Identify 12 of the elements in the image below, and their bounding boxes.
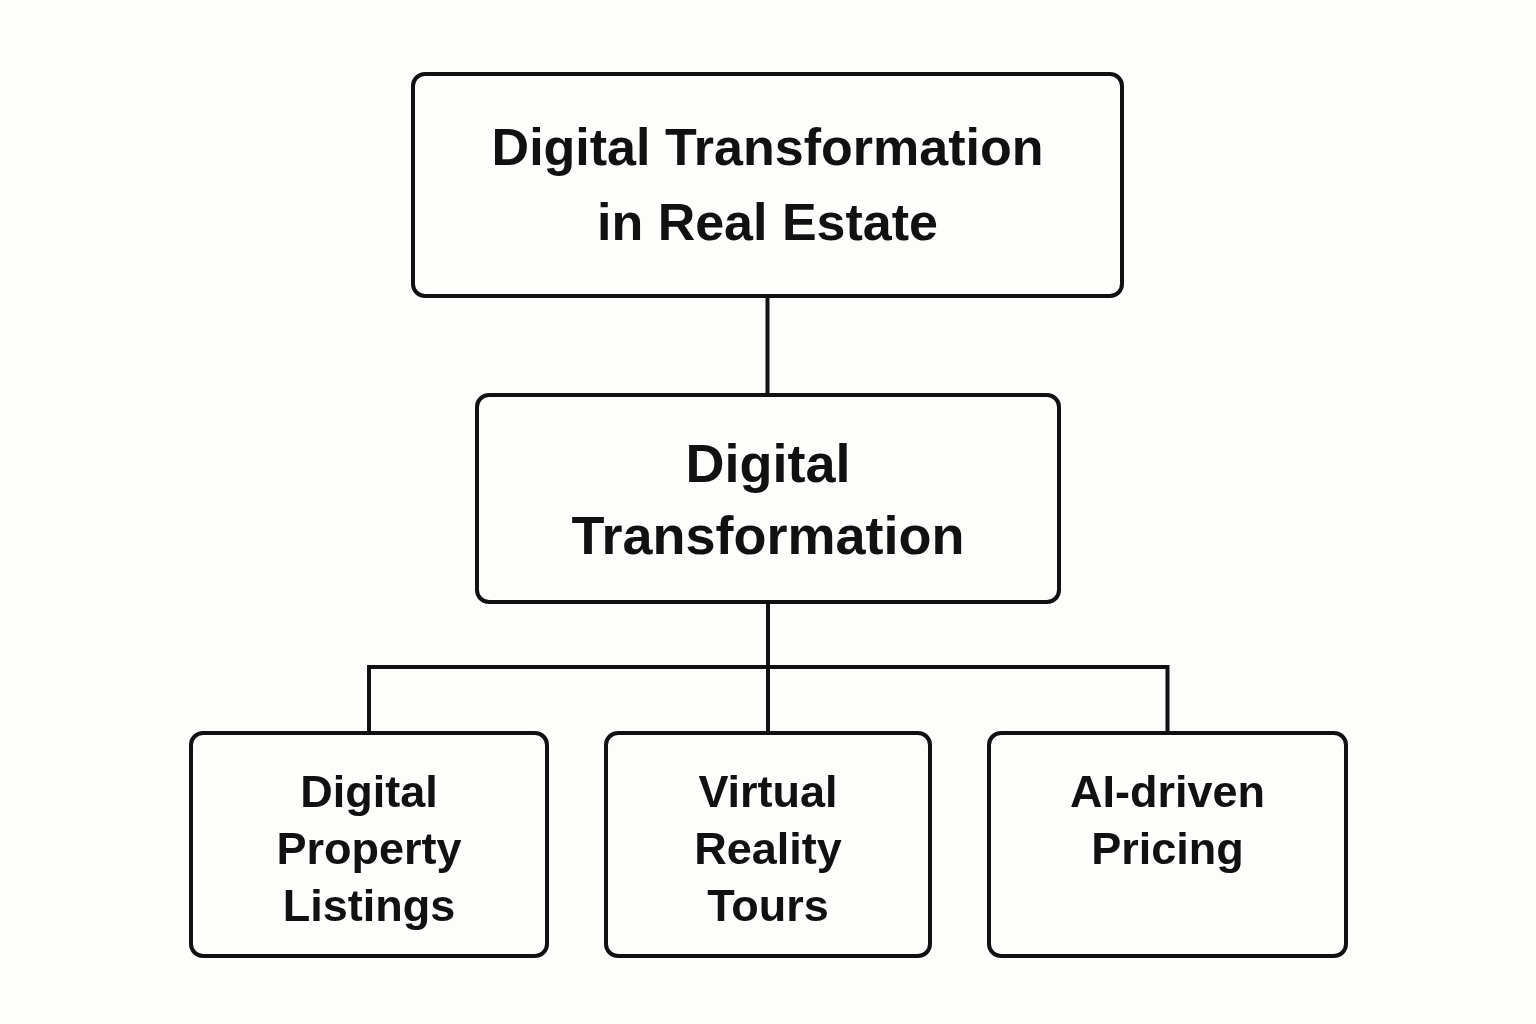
- topic-box: [475, 393, 1061, 604]
- node-label: AI-driven Pricing: [1069, 765, 1266, 876]
- root-box: [411, 72, 1124, 298]
- node-label: Digital Transformation in Real Estate: [490, 117, 1045, 253]
- connector-line: [766, 604, 1170, 731]
- item-box: [987, 731, 1348, 958]
- node-label: Digital Property Listings: [275, 765, 463, 933]
- item-box: [604, 731, 932, 958]
- connector-line: [765, 298, 770, 393]
- node-label: Digital Transformation: [570, 431, 966, 567]
- node-label: Virtual Reality Tours: [693, 765, 843, 933]
- item-box: [189, 731, 549, 958]
